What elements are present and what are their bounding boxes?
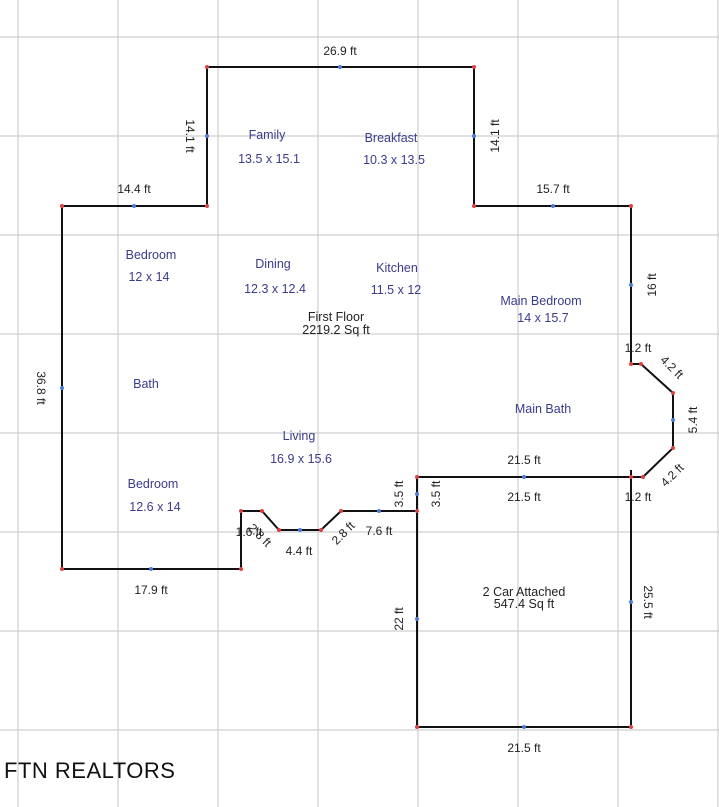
dimension-label: 26.9 ft <box>323 44 357 58</box>
room-name: Family <box>249 128 287 142</box>
room-size: 13.5 x 15.1 <box>238 152 300 166</box>
brand-logo: FTN REALTORS <box>4 758 176 783</box>
dimension-label: 1.2 ft <box>625 341 652 355</box>
garage-name: 2 Car Attached <box>483 585 566 599</box>
dimension-label: 21.5 ft <box>507 741 541 755</box>
dimension-label: 4.2 ft <box>657 353 686 382</box>
dimension-label: 14.1 ft <box>488 119 502 153</box>
room-name: Bath <box>133 377 159 391</box>
room-name: Bedroom <box>128 477 179 491</box>
room-size: 12.3 x 12.4 <box>244 282 306 296</box>
floor-name: First Floor <box>308 310 364 324</box>
dimension-label: 3.5 ft <box>429 480 443 507</box>
room-labels: Family 13.5 x 15.1 Breakfast 10.3 x 13.5… <box>126 128 582 514</box>
room-size: 14 x 15.7 <box>517 311 568 325</box>
midpoint-markers <box>60 65 675 729</box>
dimension-label: 2.8 ft <box>329 518 358 547</box>
dimension-label: 4.2 ft <box>658 460 687 489</box>
dimension-label: 36.8 ft <box>34 371 48 405</box>
room-name: Breakfast <box>365 131 418 145</box>
dimension-label: 22 ft <box>392 607 406 631</box>
room-name: Bedroom <box>126 248 177 262</box>
area-labels: First Floor 2219.2 Sq ft 2 Car Attached … <box>302 310 565 611</box>
room-size: 11.5 x 12 <box>371 283 422 297</box>
room-size: 12 x 14 <box>128 270 169 284</box>
floor-area: 2219.2 Sq ft <box>302 323 370 337</box>
room-size: 12.6 x 14 <box>129 500 180 514</box>
room-name: Main Bedroom <box>500 294 581 308</box>
dimension-label: 25.5 ft <box>641 585 655 619</box>
dimension-labels: 26.9 ft 14.1 ft 14.1 ft 14.4 ft 15.7 ft … <box>34 44 700 755</box>
dimension-label: 1.2 ft <box>625 490 652 504</box>
dimension-label: 7.6 ft <box>366 524 393 538</box>
dimension-label: 16 ft <box>645 273 659 297</box>
dimension-label: 14.1 ft <box>183 119 197 153</box>
room-name: Main Bath <box>515 402 571 416</box>
room-size: 16.9 x 15.6 <box>270 452 332 466</box>
dimension-label: 4.4 ft <box>286 544 313 558</box>
dimension-label: 3.5 ft <box>392 480 406 507</box>
room-name: Kitchen <box>376 261 418 275</box>
dimension-label: 15.7 ft <box>536 182 570 196</box>
dimension-label: 17.9 ft <box>134 583 168 597</box>
room-name: Living <box>283 429 316 443</box>
dimension-label: 1.6 ft <box>236 525 263 539</box>
vertex-points <box>60 65 675 729</box>
dimension-label: 21.5 ft <box>507 453 541 467</box>
room-size: 10.3 x 13.5 <box>363 153 425 167</box>
room-name: Dining <box>255 257 290 271</box>
dimension-label: 5.4 ft <box>686 406 700 433</box>
garage-area: 547.4 Sq ft <box>494 597 555 611</box>
dimension-label: 14.4 ft <box>117 182 151 196</box>
dimension-label: 21.5 ft <box>507 490 541 504</box>
